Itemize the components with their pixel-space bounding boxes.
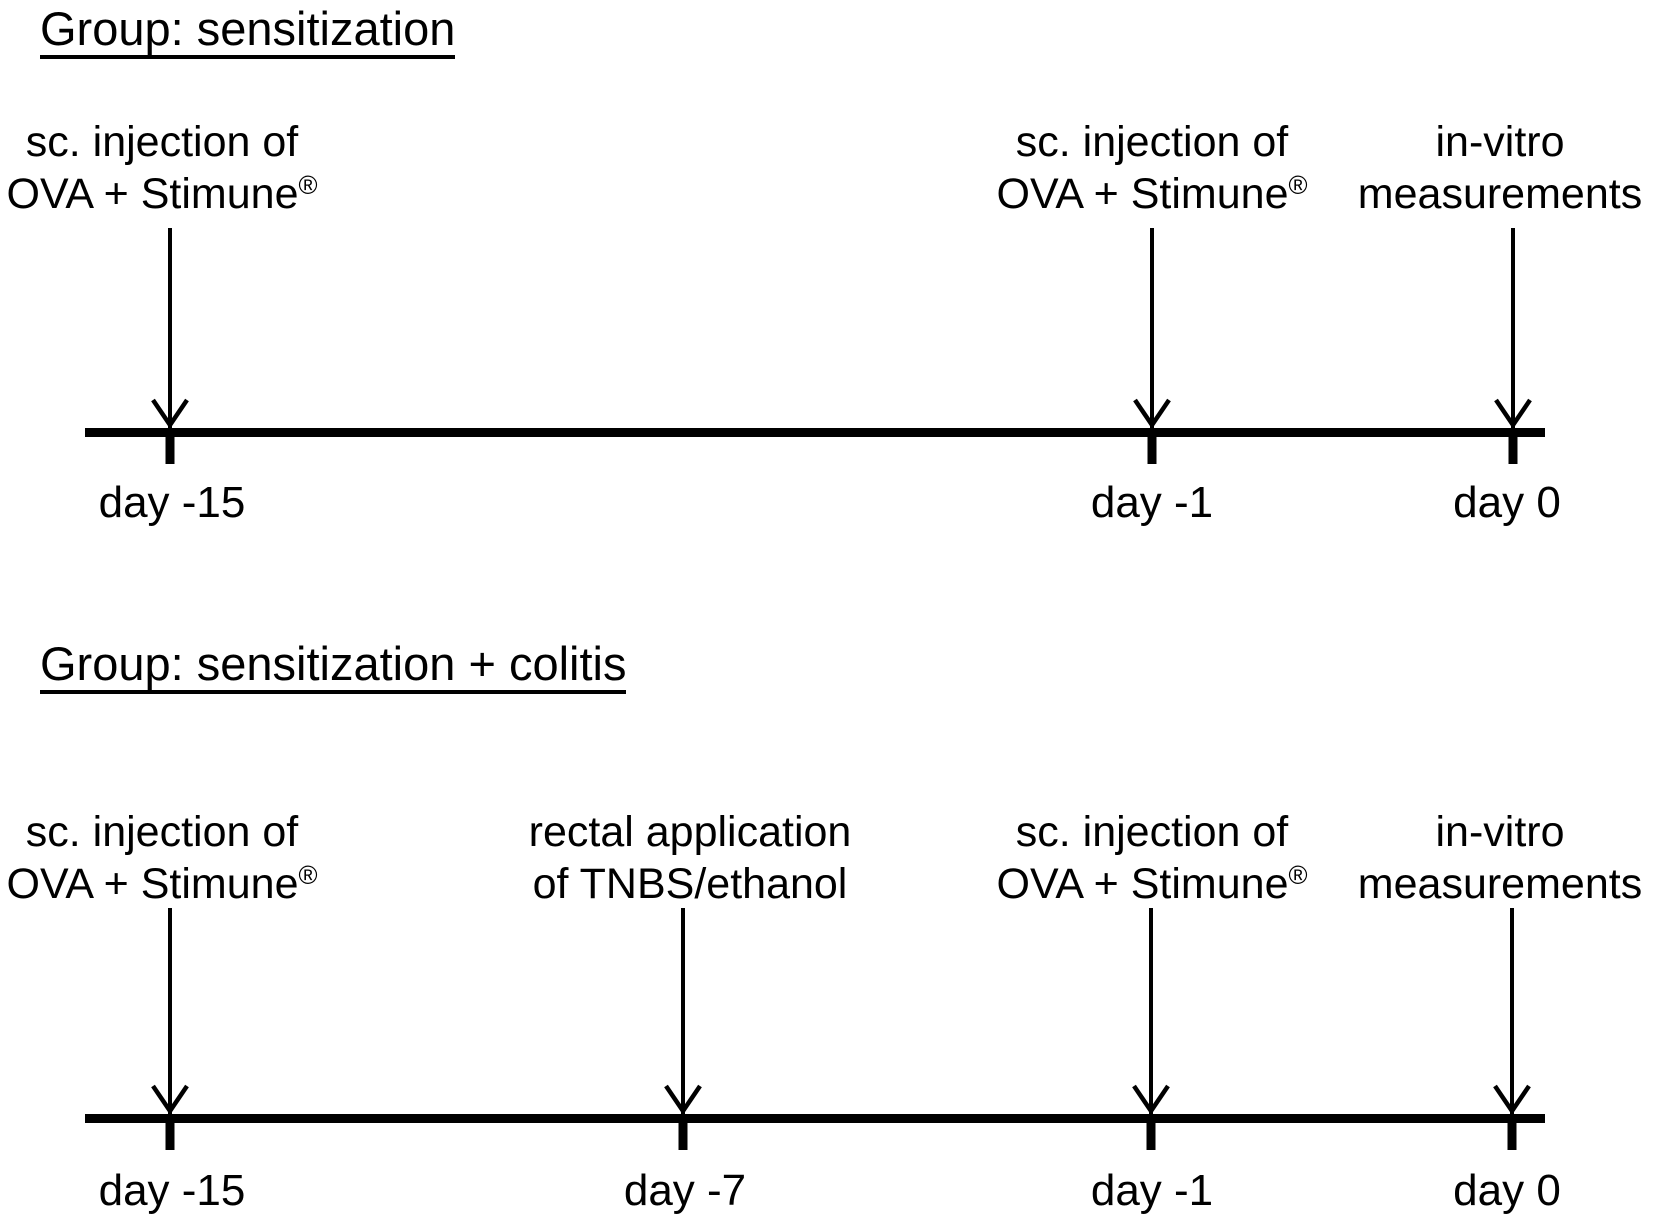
event-label-line1: sc. injection of xyxy=(25,808,299,856)
day-label: day -1 xyxy=(1090,478,1214,527)
timeline-axis xyxy=(85,1114,1545,1123)
event-label: sc. injection of OVA + Stimune® xyxy=(996,116,1307,226)
event-label-line2: measurements xyxy=(1358,168,1642,226)
day-label: day 0 xyxy=(1453,478,1561,527)
day-label: day -7 xyxy=(623,1166,747,1215)
timeline-tick xyxy=(1508,437,1518,464)
timeline-tick xyxy=(678,1123,688,1150)
event-label: sc. injection of OVA + Stimune® xyxy=(996,806,1307,916)
day-label: day -15 xyxy=(98,478,246,527)
event-label: rectal application of TNBS/ethanol xyxy=(529,806,852,916)
day-label: day 0 xyxy=(1453,1166,1561,1215)
event-label-line1: rectal application xyxy=(528,808,852,856)
event-arrow-shaft xyxy=(168,908,172,1114)
event-label-line2: OVA + Stimune® xyxy=(6,168,317,226)
event-label-line1: sc. injection of xyxy=(25,118,299,166)
event-label-line2-text: OVA + Stimune xyxy=(996,860,1289,908)
event-arrow-shaft xyxy=(1149,908,1153,1114)
timeline-axis xyxy=(85,428,1545,437)
event-label-line2-text: of TNBS/ethanol xyxy=(532,860,848,908)
arrow-head-icon xyxy=(151,1084,189,1114)
registered-trademark-icon: ® xyxy=(1288,861,1308,890)
event-label-line2: of TNBS/ethanol xyxy=(529,858,852,916)
day-label: day -15 xyxy=(98,1166,246,1215)
event-label-line2-text: measurements xyxy=(1357,860,1643,908)
event-label-line2-text: OVA + Stimune xyxy=(996,170,1289,218)
registered-trademark-icon: ® xyxy=(1288,171,1308,200)
event-arrow-shaft xyxy=(681,908,685,1114)
event-label-line1: sc. injection of xyxy=(1015,118,1289,166)
event-label-line2-text: measurements xyxy=(1357,170,1643,218)
timeline-tick xyxy=(1507,1123,1517,1150)
arrow-head-icon xyxy=(151,398,189,428)
event-label-line2-text: OVA + Stimune xyxy=(6,170,299,218)
event-label-line1: in-vitro xyxy=(1435,118,1565,166)
arrow-head-icon xyxy=(1132,1084,1170,1114)
event-label: in-vitro measurements xyxy=(1358,116,1642,226)
event-label-line2: measurements xyxy=(1358,858,1642,916)
timeline-tick xyxy=(1146,1123,1156,1150)
event-label: in-vitro measurements xyxy=(1358,806,1642,916)
timeline-tick xyxy=(165,1123,175,1150)
event-label: sc. injection of OVA + Stimune® xyxy=(6,116,317,226)
section-heading-sensitization-colitis: Group: sensitization + colitis xyxy=(40,640,627,694)
registered-trademark-icon: ® xyxy=(298,171,318,200)
event-arrow-shaft xyxy=(168,228,172,428)
section-heading-sensitization: Group: sensitization xyxy=(40,5,456,59)
registered-trademark-icon: ® xyxy=(298,861,318,890)
event-label-line2: OVA + Stimune® xyxy=(996,858,1307,916)
event-label-line2-text: OVA + Stimune xyxy=(6,860,299,908)
event-label-line2: OVA + Stimune® xyxy=(6,858,317,916)
arrow-head-icon xyxy=(664,1084,702,1114)
event-arrow-shaft xyxy=(1150,228,1154,428)
event-label-line2: OVA + Stimune® xyxy=(996,168,1307,226)
event-label: sc. injection of OVA + Stimune® xyxy=(6,806,317,916)
timeline-tick xyxy=(165,437,175,464)
event-label-line1: in-vitro xyxy=(1435,808,1565,856)
timeline-tick xyxy=(1147,437,1157,464)
arrow-head-icon xyxy=(1493,1084,1531,1114)
event-arrow-shaft xyxy=(1510,908,1514,1114)
arrow-head-icon xyxy=(1494,398,1532,428)
arrow-head-icon xyxy=(1133,398,1171,428)
day-label: day -1 xyxy=(1090,1166,1214,1215)
event-arrow-shaft xyxy=(1511,228,1515,428)
event-label-line1: sc. injection of xyxy=(1015,808,1289,856)
